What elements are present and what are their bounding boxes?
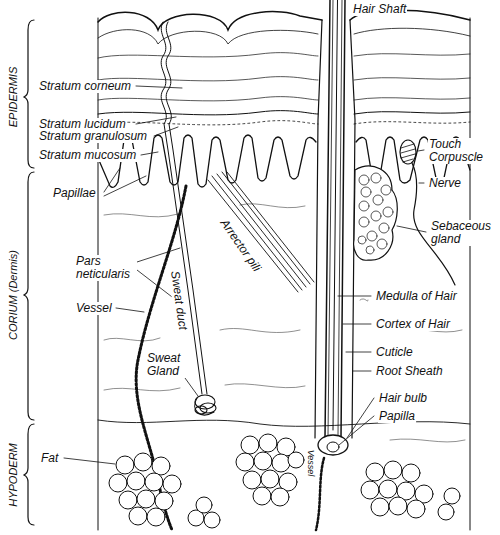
part-label: Arrector pili (217, 216, 264, 275)
epidermis-bracket (24, 20, 34, 168)
part-label: Pars neticularis (75, 255, 137, 281)
part-label: Stratum mucosum (38, 149, 137, 162)
hair-bulb (318, 435, 348, 455)
part-label: Sweat Gland (146, 352, 188, 378)
corneum-layer (98, 53, 470, 58)
part-label: Cuticle (375, 346, 414, 359)
part-label: Stratum corneum (38, 80, 132, 93)
part-label: Sweat duct (167, 269, 188, 332)
arrector-pili (208, 172, 314, 292)
hair-cuticle (325, 0, 330, 438)
corneum-layer (98, 28, 470, 44)
part-label: Touch Corpuscle (428, 138, 494, 164)
hair-medulla (333, 0, 338, 430)
part-label: Vessel (75, 302, 113, 315)
corneum-layer (98, 97, 470, 101)
hair-cortex (328, 0, 342, 436)
blood-vessel (316, 458, 324, 530)
layer-label: EPIDERMIS (7, 66, 19, 129)
skin-surface (98, 10, 470, 30)
corneum-layer (98, 77, 470, 81)
part-label: Hair bulb (378, 392, 428, 405)
skin-edge (98, 18, 470, 530)
root-sheath (315, 20, 322, 438)
layer-label: HYPODERM (7, 442, 19, 508)
gland-cells (358, 173, 393, 254)
part-label: Vessel (306, 449, 316, 478)
part-label: Nerve (428, 177, 462, 190)
touch-corpuscle (400, 140, 416, 164)
part-label: Hair Shaft (352, 3, 407, 16)
sweat-gland (195, 395, 216, 415)
part-label: Sebaceous gland (430, 220, 494, 246)
corium-bracket (24, 172, 34, 420)
part-label: Root Sheath (375, 365, 444, 378)
sebaceous-gland (354, 166, 398, 260)
hair-papilla (327, 442, 339, 452)
layer-label: CORIUM (Dermis) (7, 249, 19, 341)
part-label: Papillae (52, 187, 97, 200)
lucidum-layer (98, 111, 470, 115)
part-label: Papilla (378, 410, 416, 423)
dermis-fibres (104, 204, 465, 442)
part-label: Cortex of Hair (375, 318, 451, 331)
part-label: Medulla of Hair (375, 290, 458, 303)
part-label: Fat (40, 452, 59, 465)
hypoderm-bracket (24, 424, 34, 525)
sweat-duct (166, 22, 207, 394)
part-label: Stratum granulosum (38, 130, 148, 143)
fat-lobules (109, 434, 460, 528)
corpuscle-hatch (401, 144, 415, 162)
